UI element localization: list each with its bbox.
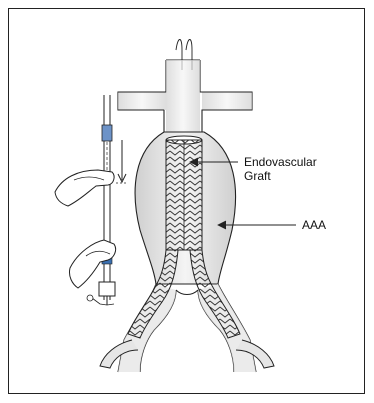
endovascular-graft-label: Endovascular Graft [244,155,317,183]
handle [99,282,115,296]
upper-hand [55,170,114,206]
aaa-label: AAA [302,218,326,232]
graft-label-line1: Endovascular [244,155,317,169]
stopcock [87,295,93,301]
graft-label-line2: Graft [244,169,317,183]
delivery-system [55,95,128,305]
catheter-hub [102,125,112,141]
